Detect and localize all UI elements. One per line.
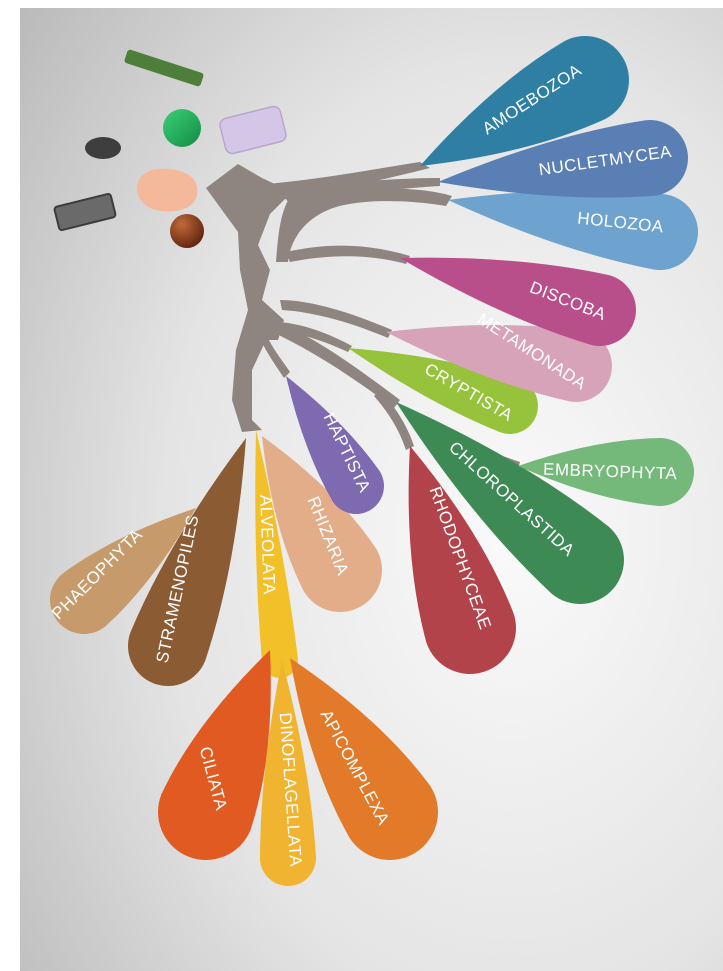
label-alveolata: ALVEOLATA: [256, 495, 278, 596]
trunk-segment: [280, 300, 392, 338]
leaf-alveolata: [255, 430, 298, 678]
green-ball: [163, 109, 201, 147]
trunk-segment: [276, 188, 452, 262]
leaf-cryptista: [348, 348, 538, 434]
brown-ball: [170, 214, 204, 248]
leaf-embryophyta: [518, 438, 694, 506]
leaf-amoebozoa: [420, 36, 629, 166]
grey-cartridge: [53, 192, 117, 232]
leaf-nucletmycea: [438, 120, 688, 198]
green-rod: [124, 49, 204, 87]
trunk-segment: [374, 390, 414, 450]
leaf-rhizaria: [262, 436, 382, 612]
dark-pill: [85, 137, 121, 159]
trunk-segment: [260, 334, 290, 378]
leaf-holozoa: [448, 190, 698, 270]
leaf-stramenopiles: [128, 438, 246, 686]
leaf-phaeophyta: [50, 508, 196, 634]
leaf-chloroplastida: [396, 402, 624, 604]
lavender-block: [219, 105, 287, 155]
peach-blob: [136, 168, 198, 212]
trunk-segment: [268, 320, 400, 408]
leaf-haptista: [286, 376, 384, 514]
trunk-segment: [286, 245, 410, 264]
leaf-ciliata: [158, 650, 271, 860]
leaf-dinoflagellata: [260, 660, 316, 886]
label-embryophyta: EMBRYOPHYTA: [543, 460, 678, 484]
leaf-rhodophyceae: [408, 446, 516, 674]
leaf-discoba: [400, 257, 637, 347]
branch-leaves: [50, 36, 698, 886]
trunk-segment: [206, 164, 292, 432]
leaf-metamonada: [386, 325, 612, 402]
leaf-apicomplexa: [290, 658, 438, 860]
decorative-objects: [53, 49, 287, 248]
